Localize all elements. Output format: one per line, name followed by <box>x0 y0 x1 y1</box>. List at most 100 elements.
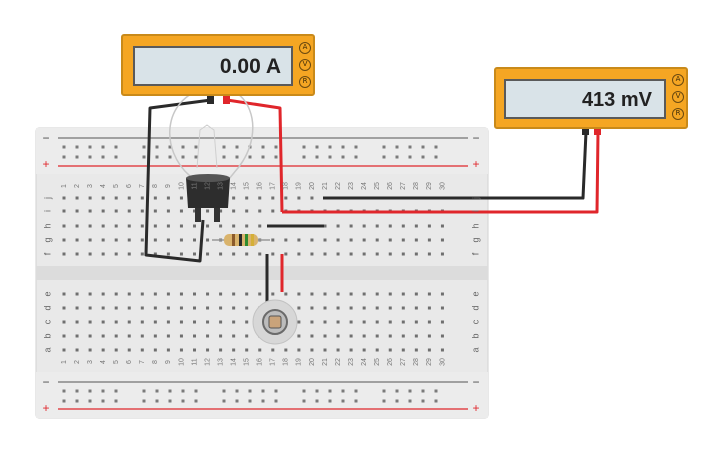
terminal-hole[interactable] <box>166 238 170 242</box>
terminal-hole[interactable] <box>166 348 170 352</box>
terminal-hole[interactable] <box>206 292 210 296</box>
terminal-hole[interactable] <box>179 306 183 310</box>
terminal-hole[interactable] <box>206 224 210 228</box>
terminal-hole[interactable] <box>101 334 105 338</box>
voltmeter-red-probe[interactable] <box>594 127 601 135</box>
terminal-hole[interactable] <box>140 224 144 228</box>
terminal-hole[interactable] <box>140 320 144 324</box>
terminal-hole[interactable] <box>375 224 379 228</box>
terminal-hole[interactable] <box>414 334 418 338</box>
rail-hole[interactable] <box>274 389 278 393</box>
terminal-hole[interactable] <box>101 320 105 324</box>
rail-hole[interactable] <box>408 155 412 159</box>
rail-hole[interactable] <box>101 145 105 149</box>
ammeter-mode-r-knob[interactable]: R <box>299 76 311 88</box>
terminal-hole[interactable] <box>193 334 196 338</box>
rail-hole[interactable] <box>354 145 358 149</box>
terminal-hole[interactable] <box>75 224 79 228</box>
terminal-hole[interactable] <box>284 252 288 256</box>
terminal-hole[interactable] <box>388 306 392 310</box>
rail-hole[interactable] <box>88 389 92 393</box>
terminal-hole[interactable] <box>75 292 79 296</box>
terminal-hole[interactable] <box>114 306 118 310</box>
terminal-hole[interactable] <box>271 209 275 213</box>
terminal-hole[interactable] <box>153 348 157 352</box>
terminal-hole[interactable] <box>388 292 392 296</box>
rail-hole[interactable] <box>75 145 79 149</box>
terminal-hole[interactable] <box>219 252 223 256</box>
terminal-hole[interactable] <box>310 238 314 242</box>
rail-hole[interactable] <box>341 399 345 403</box>
terminal-hole[interactable] <box>75 252 79 256</box>
rail-hole[interactable] <box>261 155 265 159</box>
rail-hole[interactable] <box>382 145 386 149</box>
terminal-hole[interactable] <box>166 224 170 228</box>
rail-hole[interactable] <box>235 399 239 403</box>
red-wire-ammeter-to-board[interactable] <box>226 98 284 213</box>
terminal-hole[interactable] <box>62 334 66 338</box>
terminal-hole[interactable] <box>219 224 223 228</box>
voltmeter-mode-r-knob[interactable]: R <box>672 108 684 120</box>
terminal-hole[interactable] <box>388 320 392 324</box>
terminal-hole[interactable] <box>349 224 353 228</box>
terminal-hole[interactable] <box>179 334 183 338</box>
rail-hole[interactable] <box>155 155 159 159</box>
terminal-hole[interactable] <box>140 348 144 352</box>
rail-hole[interactable] <box>194 155 198 159</box>
terminal-hole[interactable] <box>206 252 210 256</box>
terminal-hole[interactable] <box>153 224 157 228</box>
terminal-hole[interactable] <box>388 334 392 338</box>
terminal-hole[interactable] <box>362 224 366 228</box>
terminal-hole[interactable] <box>310 292 314 296</box>
terminal-hole[interactable] <box>440 334 444 338</box>
terminal-hole[interactable] <box>401 238 405 242</box>
terminal-hole[interactable] <box>193 306 196 310</box>
terminal-hole[interactable] <box>206 334 210 338</box>
terminal-hole[interactable] <box>179 238 183 242</box>
terminal-hole[interactable] <box>153 334 157 338</box>
terminal-hole[interactable] <box>336 306 340 310</box>
terminal-hole[interactable] <box>297 320 301 324</box>
terminal-hole[interactable] <box>427 252 431 256</box>
terminal-hole[interactable] <box>75 238 79 242</box>
terminal-hole[interactable] <box>271 252 275 256</box>
rail-hole[interactable] <box>194 145 198 149</box>
terminal-hole[interactable] <box>349 320 353 324</box>
terminal-hole[interactable] <box>323 348 327 352</box>
terminal-hole[interactable] <box>310 320 314 324</box>
ammeter-black-probe[interactable] <box>207 96 214 104</box>
terminal-hole[interactable] <box>401 334 405 338</box>
terminal-hole[interactable] <box>114 238 118 242</box>
terminal-hole[interactable] <box>219 334 223 338</box>
terminal-hole[interactable] <box>206 209 210 213</box>
terminal-hole[interactable] <box>297 252 301 256</box>
rail-hole[interactable] <box>235 389 239 393</box>
rail-hole[interactable] <box>62 389 66 393</box>
terminal-hole[interactable] <box>258 252 262 256</box>
terminal-hole[interactable] <box>258 292 262 296</box>
terminal-hole[interactable] <box>336 348 340 352</box>
terminal-hole[interactable] <box>232 334 236 338</box>
rail-hole[interactable] <box>168 155 172 159</box>
terminal-hole[interactable] <box>193 209 196 213</box>
terminal-hole[interactable] <box>101 238 105 242</box>
rail-hole[interactable] <box>434 389 438 393</box>
terminal-hole[interactable] <box>414 348 418 352</box>
terminal-hole[interactable] <box>414 306 418 310</box>
rail-hole[interactable] <box>235 145 239 149</box>
terminal-hole[interactable] <box>206 320 210 324</box>
rail-hole[interactable] <box>235 155 239 159</box>
terminal-hole[interactable] <box>179 292 183 296</box>
rail-hole[interactable] <box>142 155 146 159</box>
terminal-hole[interactable] <box>388 348 392 352</box>
terminal-hole[interactable] <box>75 320 79 324</box>
terminal-hole[interactable] <box>140 334 144 338</box>
terminal-hole[interactable] <box>375 238 379 242</box>
terminal-hole[interactable] <box>127 209 131 213</box>
terminal-hole[interactable] <box>336 292 340 296</box>
terminal-hole[interactable] <box>284 238 288 242</box>
rail-hole[interactable] <box>341 145 345 149</box>
rail-hole[interactable] <box>75 389 79 393</box>
rail-hole[interactable] <box>75 399 79 403</box>
terminal-hole[interactable] <box>414 224 418 228</box>
